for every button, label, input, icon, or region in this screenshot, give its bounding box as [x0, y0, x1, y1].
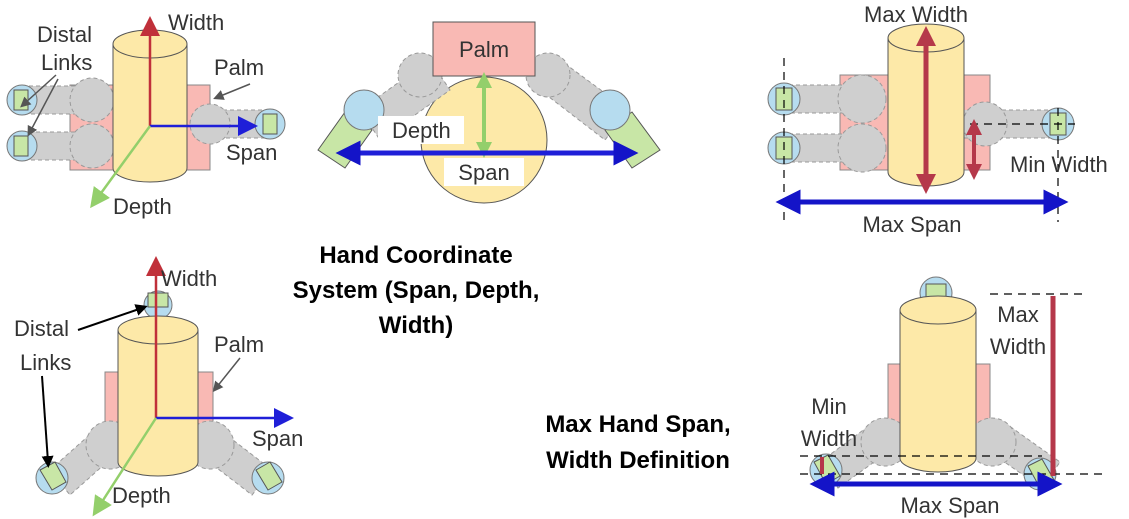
width-label: Width [161, 266, 217, 291]
fingertip-pad [262, 113, 278, 135]
cylinder-top [117, 315, 199, 345]
min-label: Min [811, 394, 846, 419]
title-line: Max Hand Span, [545, 411, 730, 438]
span-label: Span [226, 140, 277, 165]
depth-axis-arrow [90, 125, 152, 209]
palm-pointer [213, 83, 251, 100]
fingertip-pad [147, 292, 169, 308]
palm-block [432, 21, 536, 77]
panel-top-left: Width Distal Links Palm Span Depth [6, 10, 286, 219]
fingertip-pad [13, 135, 29, 157]
panel-bottom-right: Max Width Min Width Max Span [800, 276, 1104, 518]
title-line: System (Span, Depth, [293, 277, 540, 304]
panel-top-middle: Palm Depth Span [317, 21, 661, 204]
depth-label-bg [378, 116, 464, 144]
max-span-label: Max Span [862, 212, 961, 237]
cylinder-object [117, 330, 199, 477]
depth-axis-arrow [92, 417, 158, 517]
width-label: Width [990, 334, 1046, 359]
fingertip-pad [255, 461, 283, 491]
depth-label: Depth [392, 118, 451, 143]
cylinder-object [899, 310, 977, 473]
cylinder-top [899, 295, 977, 325]
span-label: Span [252, 426, 303, 451]
finger-joint [837, 123, 887, 173]
finger-joint [69, 123, 115, 169]
width-label: Width [168, 10, 224, 35]
panel-bottom-left: Width Distal Links Palm Span Depth [14, 256, 303, 517]
finger-joint [525, 52, 571, 98]
max-span-label: Max Span [900, 493, 999, 518]
distal-pointer [41, 375, 54, 468]
max-width-label: Max Width [864, 2, 968, 27]
links-label: Links [41, 50, 92, 75]
links-label: Links [20, 350, 71, 375]
max-definition-title: Max Hand Span, Width Definition [545, 411, 730, 474]
panel-top-right: Max Width Min Width Max Span [767, 2, 1108, 237]
span-label: Span [458, 160, 509, 185]
title-line: Width Definition [546, 447, 730, 474]
finger-joint [69, 77, 115, 123]
depth-label: Depth [112, 483, 171, 508]
title-line: Width) [379, 312, 453, 339]
distal-pointer [20, 74, 57, 108]
coordinate-system-title: Hand Coordinate System (Span, Depth, Wid… [293, 242, 540, 339]
distal-label: Distal [37, 22, 92, 47]
title-line: Hand Coordinate [319, 242, 512, 269]
fingertip [589, 89, 631, 131]
palm-label: Palm [214, 55, 264, 80]
max-label: Max [997, 302, 1039, 327]
span-label-bg [444, 158, 524, 186]
depth-label: Depth [113, 194, 172, 219]
finger-joint [967, 417, 1017, 467]
fingertip-pad [13, 89, 29, 111]
distal-pointer [77, 304, 148, 331]
width-label: Width [801, 426, 857, 451]
distal-pointer [27, 78, 59, 137]
min-width-label: Min Width [1010, 152, 1108, 177]
finger-joint [837, 74, 887, 124]
palm-pointer [212, 357, 241, 393]
distal-label: Distal [14, 316, 69, 341]
palm-label: Palm [459, 37, 509, 62]
fingertip [343, 89, 385, 131]
finger-joint [189, 103, 231, 145]
palm-label: Palm [214, 332, 264, 357]
